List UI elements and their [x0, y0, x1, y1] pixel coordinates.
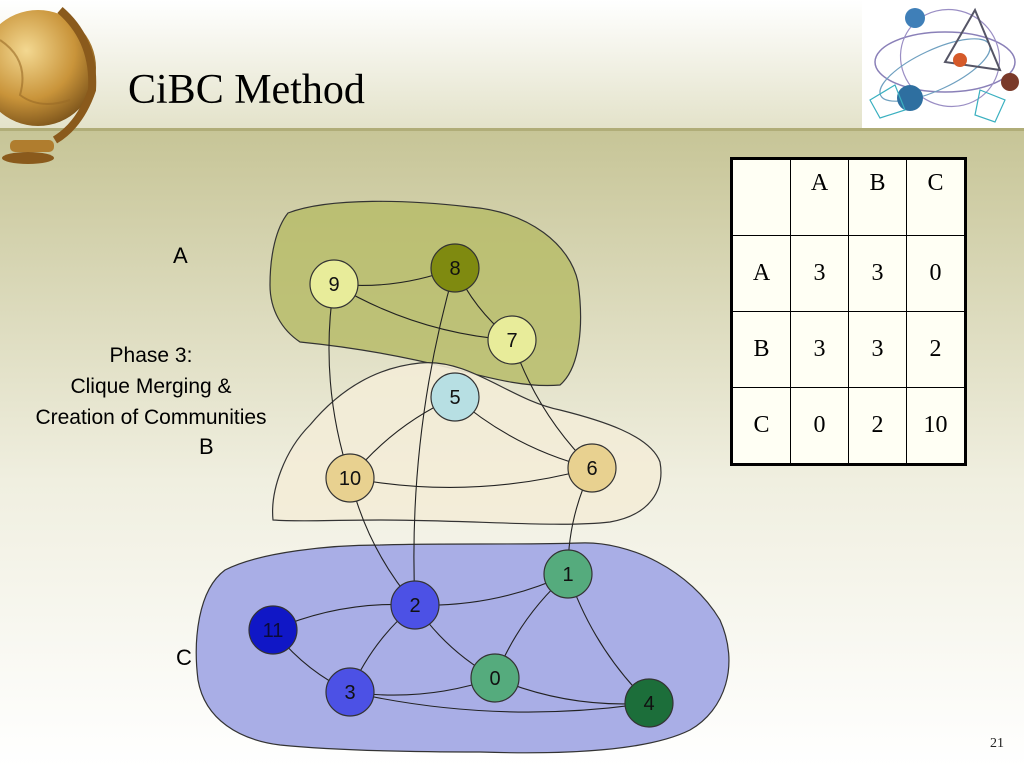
edge-8-2: [413, 267, 456, 606]
node-circle: [567, 443, 617, 493]
node-circle: [325, 453, 375, 503]
matrix-header-b: B: [848, 158, 907, 236]
node-circle: [624, 678, 674, 728]
phase-description: Phase 3: Clique Merging & Creation of Co…: [6, 340, 296, 433]
node-0: 0: [470, 653, 520, 703]
slide-title: CiBC Method: [128, 67, 365, 113]
matrix-row-label: B: [731, 311, 791, 388]
node-label: 0: [489, 668, 500, 690]
matrix-cell: 3: [848, 235, 907, 312]
phase-line-2: Clique Merging &: [70, 375, 232, 398]
node-7: 7: [487, 315, 537, 365]
node-circle: [430, 372, 480, 422]
node-label: 1: [562, 564, 573, 586]
node-5: 5: [430, 372, 480, 422]
page-number: 21: [990, 736, 1004, 751]
matrix-cell: 0: [906, 235, 966, 312]
matrix-cell: 3: [848, 311, 907, 388]
node-4: 4: [624, 678, 674, 728]
node-6: 6: [567, 443, 617, 493]
node-label: 5: [449, 387, 460, 409]
matrix-row-a: A 3 3 0: [731, 235, 966, 312]
group-label-a: A: [173, 243, 188, 268]
node-label: 8: [449, 258, 460, 280]
matrix-cell: 0: [790, 387, 849, 465]
node-11: 11: [248, 605, 298, 655]
node-circle: [390, 580, 440, 630]
matrix-header-a: A: [790, 158, 849, 236]
matrix-row-label: A: [731, 235, 791, 312]
node-label: 4: [643, 693, 654, 715]
group-label-c: C: [176, 645, 192, 670]
node-label: 2: [409, 595, 420, 617]
node-label: 11: [263, 620, 284, 642]
edge-3-4: [349, 691, 650, 713]
edge-10-6: [349, 467, 593, 488]
node-circle: [487, 315, 537, 365]
node-8: 8: [430, 243, 480, 293]
globe-icon: [0, 6, 97, 164]
matrix-header-row: A B C: [731, 158, 966, 236]
node-10: 10: [325, 453, 375, 503]
matrix-corner-cell: [731, 158, 791, 236]
group-label-b: B: [199, 434, 214, 459]
node-circle: [248, 605, 298, 655]
node-1: 1: [543, 549, 593, 599]
node-2: 2: [390, 580, 440, 630]
node-label: 9: [328, 274, 339, 296]
inter-community-matrix: A B C A 3 3 0 B 3 3 2 C 0 2 10: [730, 157, 967, 466]
node-circle: [325, 667, 375, 717]
node-circle: [470, 653, 520, 703]
node-circle: [430, 243, 480, 293]
matrix-cell: 3: [790, 235, 849, 312]
matrix-header-c: C: [906, 158, 966, 236]
node-label: 3: [344, 682, 355, 704]
node-3: 3: [325, 667, 375, 717]
matrix-row-b: B 3 3 2: [731, 311, 966, 388]
matrix-cell: 2: [848, 387, 907, 465]
matrix-cell: 2: [906, 311, 966, 388]
matrix-row-label: C: [731, 387, 791, 465]
graph-nodes: 9 8 7 5 6 10 1 2 11 3 0 4: [248, 243, 674, 728]
node-label: 10: [339, 468, 361, 490]
phase-line-1: Phase 3:: [109, 344, 193, 367]
matrix-cell: 3: [790, 311, 849, 388]
network-illustration-icon: [862, 0, 1024, 128]
node-circle: [543, 549, 593, 599]
node-circle: [309, 259, 359, 309]
phase-line-3: Creation of Communities: [35, 406, 267, 429]
matrix-cell: 10: [906, 387, 966, 465]
node-9: 9: [309, 259, 359, 309]
node-label: 7: [506, 330, 517, 352]
matrix-row-c: C 0 2 10: [731, 387, 966, 465]
node-label: 6: [586, 458, 597, 480]
